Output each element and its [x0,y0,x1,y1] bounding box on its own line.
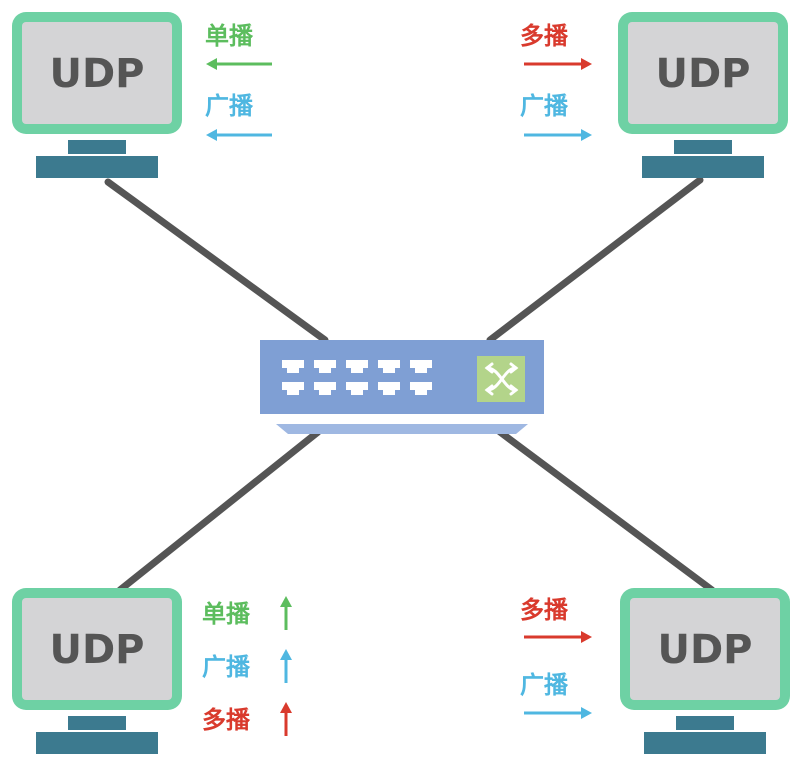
switch-port [410,382,432,395]
broadcast-label: 广播 [520,92,569,120]
arrow-icon [280,649,292,683]
cable-top-left [104,178,329,344]
arrow-icon [280,702,292,736]
computer-bottom-right: UDP [620,588,790,754]
broadcast-label: 广播 [205,92,254,120]
multicast-label: 多播 [520,596,569,624]
monitor-neck [68,140,126,154]
monitor-base [642,156,764,178]
arrow-icon [524,129,592,141]
udp-label: UDP [50,51,145,97]
labels-bottom-right: 多播 广播 [518,594,592,719]
monitor-base [36,732,158,754]
labels-top-right: 多播 广播 [518,20,592,141]
cable-bottom-left [116,428,322,594]
arrow-icon [524,707,592,719]
switch-port [346,382,368,395]
labels-top-left: 单播 广播 [203,20,272,141]
switch-base [276,424,528,434]
monitor-neck [68,716,126,730]
monitor-screen [22,22,172,124]
arrow-icon [524,631,592,643]
cable-bottom-right [496,428,716,594]
switch-port [282,382,304,395]
computer-bottom-left: UDP [12,588,182,754]
switch-port [378,382,400,395]
monitor-screen [630,598,780,700]
arrow-icon [524,58,592,70]
switch-port [314,360,336,373]
switch-port [378,360,400,373]
network-switch-icon [260,340,544,434]
multicast-label: 多播 [520,22,569,50]
arrow-icon [280,596,292,630]
unicast-label: 单播 [205,22,254,50]
cable-top-right [486,176,704,344]
switch-port [410,360,432,373]
broadcast-label: 广播 [202,653,251,681]
computers: UDP UDP UDP UDP [12,12,790,754]
monitor-screen [22,598,172,700]
switch-port [314,382,336,395]
monitor-base [644,732,766,754]
computer-top-right: UDP [618,12,788,178]
monitor-neck [674,140,732,154]
udp-label: UDP [658,627,753,673]
monitor-screen [628,22,778,124]
multicast-label: 多播 [202,706,251,734]
labels-bottom-left: 单播 广播 多播 [200,596,292,736]
switch-port [282,360,304,373]
unicast-label: 单播 [202,600,251,628]
switch-ports [282,360,432,395]
broadcast-label: 广播 [520,671,569,699]
arrow-icon [206,58,272,70]
monitor-neck [676,716,734,730]
cables [104,176,716,594]
udp-label: UDP [656,51,751,97]
arrow-icon [206,129,272,141]
computer-top-left: UDP [12,12,182,178]
udp-label: UDP [50,627,145,673]
monitor-base [36,156,158,178]
switch-port [346,360,368,373]
switch-cross-arrows-icon [484,362,519,396]
